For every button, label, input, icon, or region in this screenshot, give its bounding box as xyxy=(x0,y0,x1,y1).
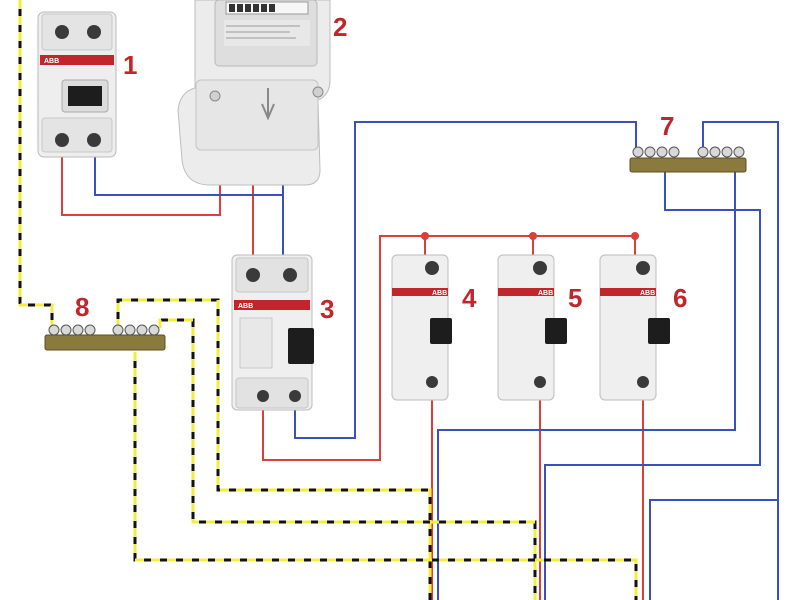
breaker-6-brand: ABB xyxy=(640,290,655,297)
earth-wire-a xyxy=(116,298,432,600)
busbar-7-screws xyxy=(632,146,745,158)
breaker-6: ABB xyxy=(599,254,670,401)
neutral-wire-out-b xyxy=(437,172,736,600)
neutral-wire-out-a xyxy=(544,172,761,600)
electricity-meter-2 xyxy=(177,0,331,186)
neutral-wire-bus7-top-right xyxy=(702,121,779,600)
neutral-wire-out-c xyxy=(649,499,778,600)
main-breaker-1: ABB xyxy=(37,11,117,158)
rcd-3: ABB xyxy=(231,254,314,411)
junction-dot-5 xyxy=(529,232,537,240)
earth-wire-c xyxy=(133,352,638,600)
meter-digit-boxes xyxy=(229,4,275,12)
neutral-wire-rcd-to-bus7 xyxy=(294,121,637,439)
junction-dot-6 xyxy=(631,232,639,240)
label-7: 7 xyxy=(660,111,674,141)
earth-wires xyxy=(18,0,638,600)
label-2: 2 xyxy=(333,12,347,42)
label-4: 4 xyxy=(462,283,477,313)
neutral-wires xyxy=(94,121,779,600)
rcd-3-brand: ABB xyxy=(238,303,253,310)
breaker-5-brand: ABB xyxy=(538,290,553,297)
breaker-5: ABB xyxy=(497,254,567,401)
meter-seal-left xyxy=(209,90,221,102)
label-1: 1 xyxy=(123,50,137,80)
label-5: 5 xyxy=(568,283,582,313)
busbar-8-screws xyxy=(48,324,160,336)
label-3: 3 xyxy=(320,294,334,324)
earth-wire-main xyxy=(18,0,54,326)
neutral-busbar-7 xyxy=(629,146,747,173)
phase-wire-rcd-to-busline xyxy=(262,235,635,461)
phase-wire-breaker-to-meter xyxy=(61,150,221,216)
junction-dot-4 xyxy=(421,232,429,240)
meter-seal-right xyxy=(312,86,324,98)
label-6: 6 xyxy=(673,283,687,313)
breaker-4-brand: ABB xyxy=(432,290,447,297)
phase-junction-dots xyxy=(421,232,639,240)
breaker-4: ABB xyxy=(391,254,452,401)
earth-wire-b xyxy=(158,318,537,600)
earth-busbar-8 xyxy=(44,324,166,351)
breaker-1-brand: ABB xyxy=(44,58,59,65)
phase-wires xyxy=(61,150,644,600)
label-8: 8 xyxy=(75,292,89,322)
